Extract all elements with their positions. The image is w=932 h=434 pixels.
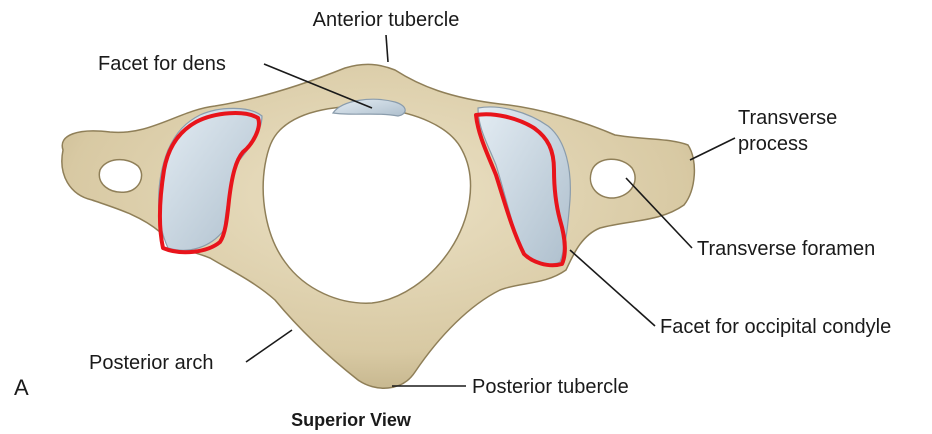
label-transverse-process-line1: Transverse xyxy=(738,107,837,129)
label-facet-occipital-condyle: Facet for occipital condyle xyxy=(660,316,891,338)
leader-transverse-process xyxy=(690,138,735,160)
label-posterior-tubercle: Posterior tubercle xyxy=(472,376,629,398)
label-posterior-arch: Posterior arch xyxy=(89,352,214,374)
left-transverse-foramen xyxy=(99,160,141,193)
leader-facet-occipital-condyle xyxy=(570,250,655,326)
label-transverse-foramen: Transverse foramen xyxy=(697,238,875,260)
label-facet-for-dens: Facet for dens xyxy=(98,53,226,75)
label-transverse-process-line2: process xyxy=(738,133,808,155)
label-anterior-tubercle: Anterior tubercle xyxy=(313,9,460,31)
leader-posterior-arch xyxy=(246,330,292,362)
panel-letter: A xyxy=(14,375,29,400)
right-transverse-foramen xyxy=(590,159,635,198)
view-title: Superior View xyxy=(291,410,412,430)
leader-anterior-tubercle xyxy=(386,35,388,62)
